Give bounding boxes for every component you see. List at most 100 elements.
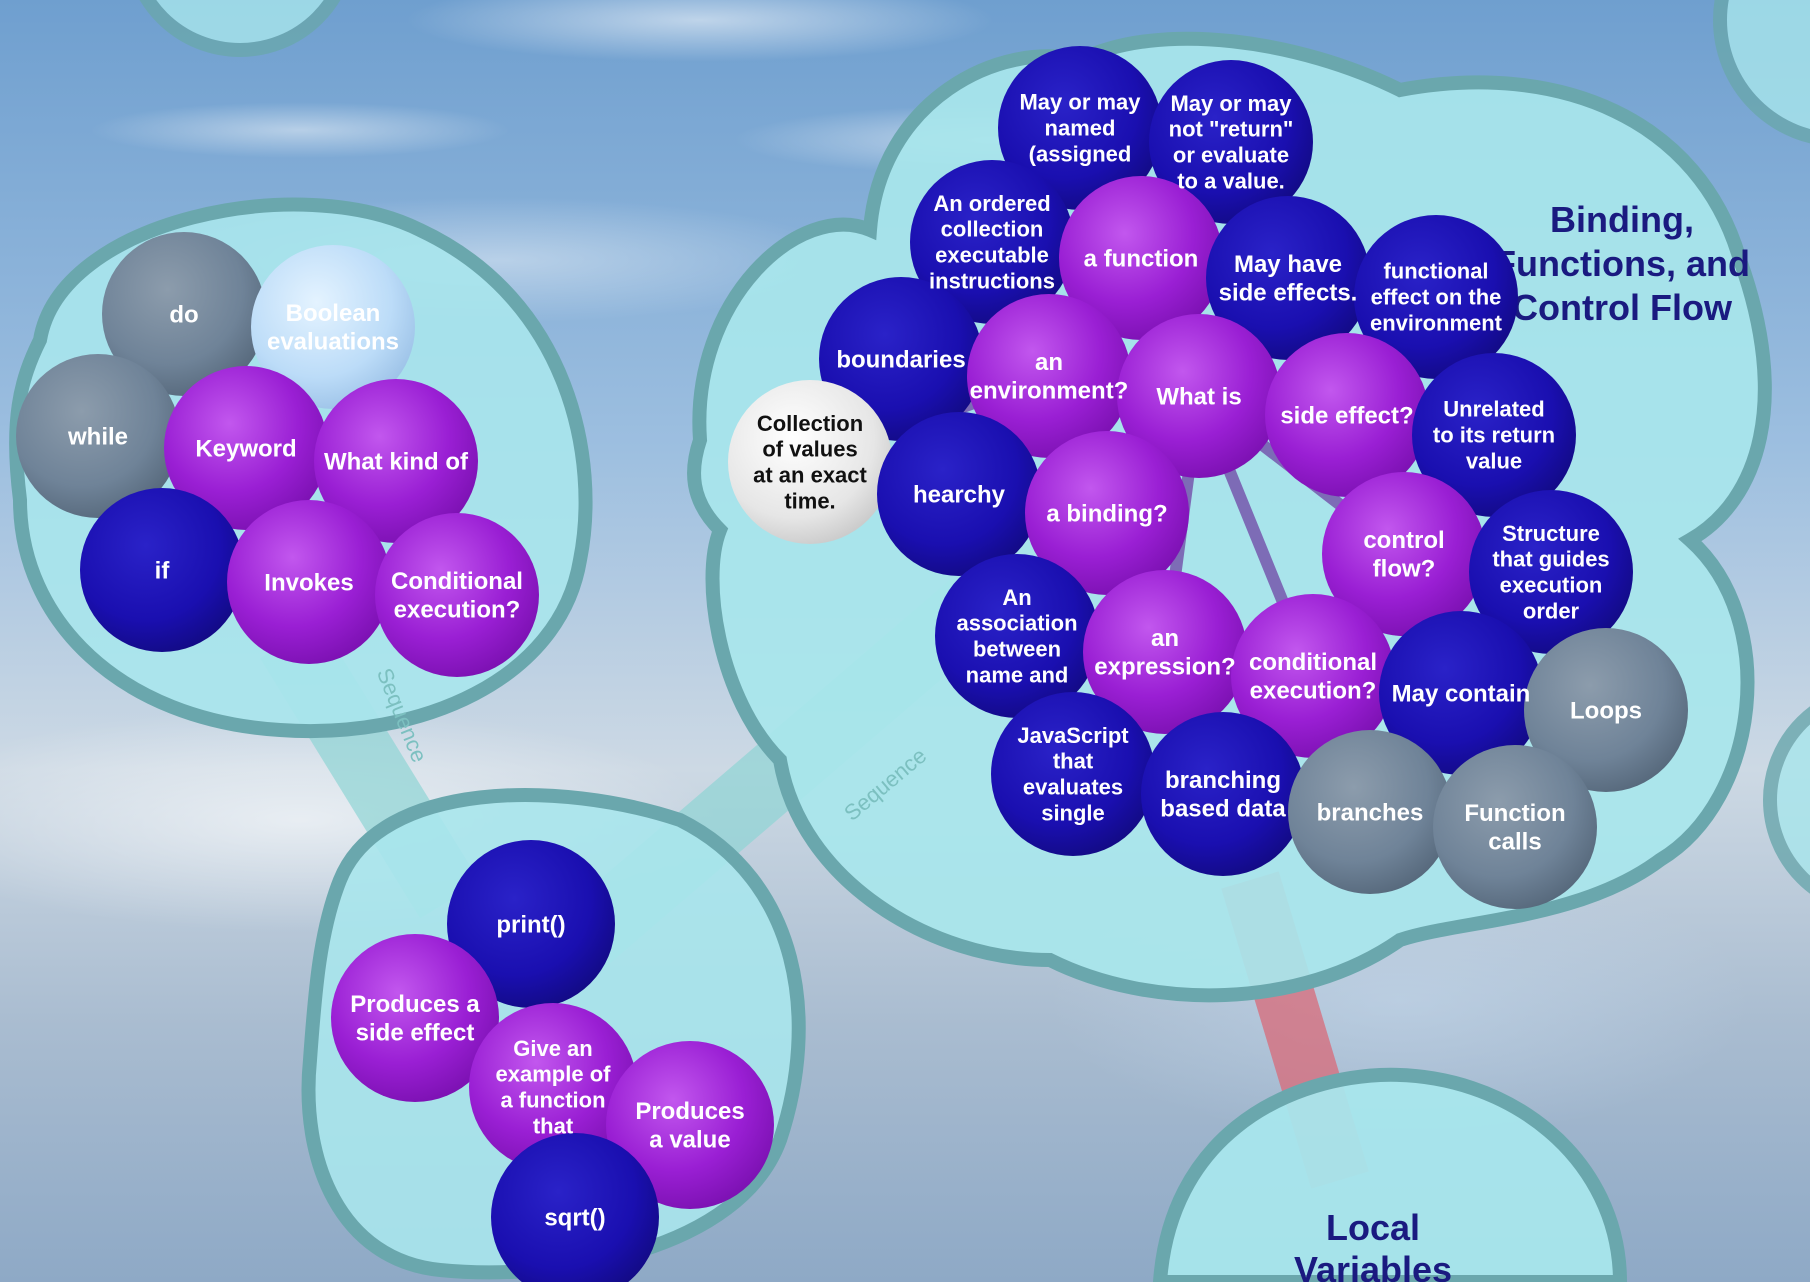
node-circle-named [998, 46, 1162, 210]
node-boolean[interactable] [251, 245, 415, 409]
node-an-expression[interactable] [1083, 570, 1247, 734]
node-circle-if [80, 488, 244, 652]
node-loops[interactable] [1524, 628, 1688, 792]
svg-text:Local: Local [1326, 1207, 1420, 1248]
node-unrelated[interactable] [1412, 353, 1576, 517]
node-produces-value[interactable] [606, 1041, 774, 1209]
node-side-effect[interactable] [331, 934, 499, 1102]
node-structure[interactable] [1469, 490, 1633, 654]
node-conditional[interactable] [375, 513, 539, 677]
node-side-effects[interactable] [1206, 196, 1370, 360]
node-javascript[interactable] [991, 692, 1155, 856]
node-circle-unrelated [1412, 353, 1576, 517]
node-circle-ordered [910, 160, 1074, 324]
node-circle-may-contain [1379, 611, 1543, 775]
node-functional-effect[interactable] [1354, 215, 1518, 379]
node-branches[interactable] [1288, 730, 1452, 894]
node-ordered[interactable] [910, 160, 1074, 324]
node-label-side-effect-q: side effect? [1280, 402, 1413, 429]
node-circle-branches [1288, 730, 1452, 894]
node-do[interactable] [102, 232, 266, 396]
node-circle-functional-effect [1354, 215, 1518, 379]
node-label-branches: branches [1317, 799, 1424, 826]
node-if[interactable] [80, 488, 244, 652]
node-label-loops: Loops [1570, 697, 1642, 724]
node-collection-values[interactable] [728, 380, 892, 544]
node-circle-loops [1524, 628, 1688, 792]
node-named[interactable] [998, 46, 1162, 210]
node-circle-what-kind-of [314, 379, 478, 543]
node-label-do: do [169, 301, 198, 328]
node-circle-an-expression [1083, 570, 1247, 734]
node-circle-side-effects [1206, 196, 1370, 360]
node-circle-side-effect [331, 934, 499, 1102]
node-label-a-binding: a binding? [1046, 500, 1167, 527]
node-label-invokes: Invokes [264, 569, 353, 596]
node-circle-an-environment [967, 294, 1131, 458]
node-conditional-exec[interactable] [1231, 594, 1395, 758]
node-label-boundaries: boundaries [836, 346, 965, 373]
node-label-hearchy: hearchy [913, 481, 1006, 508]
node-circle-association [935, 554, 1099, 718]
node-label-while: while [67, 423, 128, 450]
node-what-is[interactable] [1117, 314, 1281, 478]
node-return[interactable] [1149, 60, 1313, 224]
node-label-if: if [155, 557, 171, 584]
svg-text:Binding,: Binding, [1550, 199, 1694, 240]
node-what-kind-of[interactable] [314, 379, 478, 543]
node-association[interactable] [935, 554, 1099, 718]
svg-text:Variables: Variables [1294, 1249, 1452, 1282]
node-keyword[interactable] [164, 366, 328, 530]
node-circle-invokes [227, 500, 391, 664]
node-hearchy[interactable] [877, 412, 1041, 576]
node-circle-sqrt [491, 1133, 659, 1282]
node-an-environment[interactable] [967, 294, 1131, 458]
node-circle-do [102, 232, 266, 396]
node-label-what-is: What is [1156, 383, 1241, 410]
node-circle-branching [1141, 712, 1305, 876]
node-circle-javascript [991, 692, 1155, 856]
node-a-binding[interactable] [1025, 431, 1189, 595]
node-label-keyword: Keyword [195, 435, 296, 462]
node-side-effect-q[interactable] [1265, 333, 1429, 497]
node-label-sqrt: sqrt() [544, 1204, 605, 1231]
node-sqrt[interactable] [491, 1133, 659, 1282]
node-circle-a-function [1059, 176, 1223, 340]
node-invokes[interactable] [227, 500, 391, 664]
node-function-calls[interactable] [1433, 745, 1597, 909]
node-circle-keyword [164, 366, 328, 530]
node-circle-produces-value [606, 1041, 774, 1209]
node-print[interactable] [447, 840, 615, 1008]
node-circle-hearchy [877, 412, 1041, 576]
node-circle-side-effect-q [1265, 333, 1429, 497]
node-a-function[interactable] [1059, 176, 1223, 340]
node-give-example[interactable] [469, 1003, 637, 1171]
node-may-contain[interactable] [1379, 611, 1543, 775]
node-while[interactable] [16, 354, 180, 518]
svg-text:Control Flow: Control Flow [1512, 287, 1733, 328]
local-variables-title: Local Variables [1294, 1207, 1452, 1282]
node-circle-while [16, 354, 180, 518]
binding-cluster-title: Binding, Functions, and Control Flow [1494, 199, 1750, 328]
node-label-what-kind-of: What kind of [324, 448, 469, 475]
node-branching[interactable] [1141, 712, 1305, 876]
node-control-flow[interactable] [1322, 472, 1486, 636]
